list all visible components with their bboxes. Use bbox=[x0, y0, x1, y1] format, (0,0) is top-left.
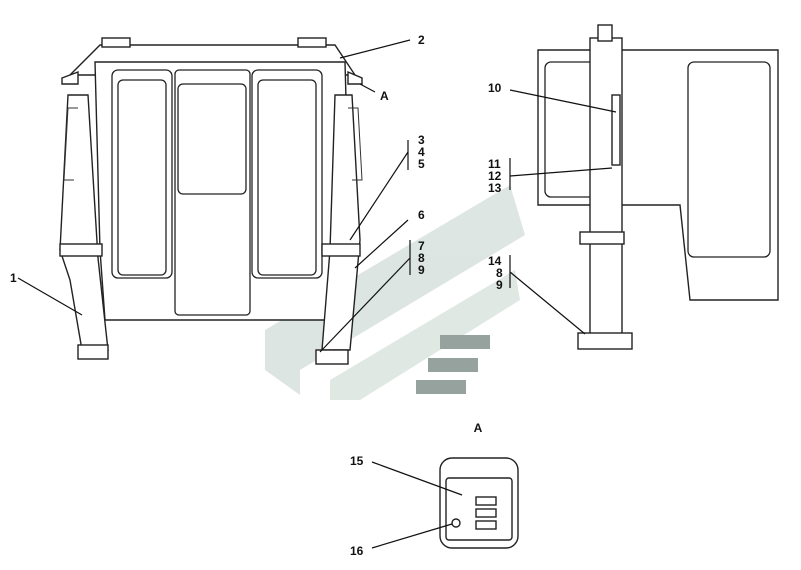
callout-10: 10 bbox=[488, 81, 502, 95]
view-a-label: A bbox=[474, 421, 483, 435]
post-bracket-mid bbox=[579, 231, 625, 245]
roof-corner-left bbox=[61, 70, 79, 85]
door-window bbox=[177, 83, 247, 195]
post-foot-right bbox=[315, 349, 349, 365]
callout-15: 15 bbox=[350, 454, 364, 468]
post-foot bbox=[577, 332, 633, 350]
callout-12: 12 bbox=[488, 169, 502, 183]
callout-14: 14 bbox=[488, 254, 502, 268]
front-window-left-inner bbox=[117, 79, 167, 276]
callout-6: 6 bbox=[418, 208, 425, 222]
callout-9b: 9 bbox=[496, 278, 503, 292]
side-window-rear bbox=[687, 61, 771, 258]
front-window-right-inner bbox=[257, 79, 317, 276]
handrail-right bbox=[348, 107, 363, 181]
callout-1: 1 bbox=[10, 271, 17, 285]
post-top-cap bbox=[597, 24, 613, 42]
callout-2: 2 bbox=[418, 33, 425, 47]
roof-lifting-eye bbox=[297, 37, 327, 48]
detail-view-a: A bbox=[439, 421, 519, 549]
post-bracket-right bbox=[321, 243, 361, 257]
post-bracket-left bbox=[59, 243, 103, 257]
detail-slot bbox=[475, 508, 497, 518]
post-channel bbox=[611, 94, 621, 166]
side-post bbox=[589, 37, 623, 347]
watermark-stripe bbox=[428, 358, 478, 372]
watermark-stripe bbox=[416, 380, 466, 394]
cab-side-view bbox=[537, 24, 779, 350]
callout-3: 3 bbox=[418, 133, 425, 147]
arrow-a-label: A bbox=[380, 89, 389, 103]
callout-13: 13 bbox=[488, 181, 502, 195]
callout-11: 11 bbox=[488, 157, 501, 171]
callout-labels: 1 2 A 3 4 5 6 7 8 9 10 11 12 13 14 8 9 1… bbox=[10, 33, 503, 558]
detail-slot bbox=[475, 520, 497, 530]
detail-slot bbox=[475, 496, 497, 506]
callout-9a: 9 bbox=[418, 263, 425, 277]
callout-5: 5 bbox=[418, 157, 425, 171]
callout-16: 16 bbox=[350, 544, 364, 558]
callout-7: 7 bbox=[418, 239, 425, 253]
callout-8a: 8 bbox=[418, 251, 425, 265]
leader-lines bbox=[17, 39, 617, 549]
roof-corner-right bbox=[347, 70, 363, 85]
cab-front-view bbox=[59, 37, 363, 365]
callout-8b: 8 bbox=[496, 266, 503, 280]
watermark-stripe bbox=[440, 335, 490, 349]
post-foot-left bbox=[77, 344, 109, 360]
callout-4: 4 bbox=[418, 145, 425, 159]
handrail-left bbox=[63, 107, 78, 181]
roof-lifting-eye bbox=[101, 37, 131, 48]
detail-bolt bbox=[451, 518, 461, 528]
